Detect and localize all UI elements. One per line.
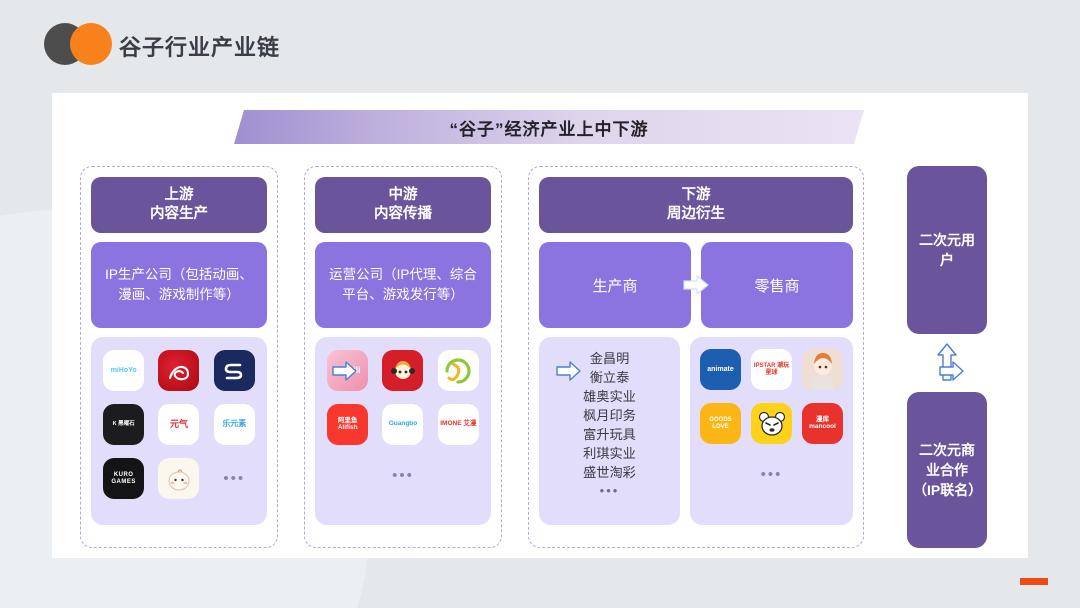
column-midstream-header-line2: 内容传播 — [374, 206, 432, 222]
anime-girl-red-logo[interactable] — [382, 350, 424, 391]
column-downstream: 下游 周边衍生 生产商 零售商 金昌明 衡立泰 雄奥实业 枫月印务 富升玩 — [528, 166, 864, 548]
slide-header: 谷子行业产业链 — [0, 0, 1080, 88]
column-upstream-header: 上游 内容生产 — [91, 177, 267, 233]
column-upstream-description: IP生产公司（包括动画、漫画、游戏制作等） — [91, 242, 267, 328]
column-downstream-header-line1: 下游 — [681, 186, 711, 203]
downstream-subbox-row: 生产商 零售商 — [539, 242, 853, 328]
anime-character-logo[interactable] — [802, 349, 843, 390]
section-banner: “谷子”经济产业上中下游 — [234, 110, 864, 144]
acg-commercial-box[interactable]: 二次元商业合作（IP联名） — [907, 392, 987, 548]
blue-s-logo[interactable] — [213, 350, 255, 391]
column-upstream-header-line2: 内容生产 — [150, 206, 208, 222]
column-upstream: 上游 内容生产 IP生产公司（包括动画、漫画、游戏制作等） miHoYo — [80, 166, 278, 548]
acg-users-box[interactable]: 二次元用户 — [907, 166, 987, 334]
list-item: 金昌明 — [589, 351, 630, 366]
upstream-logo-grid: miHoYo K 黑曜石 — [101, 350, 257, 499]
manufacturer-more-ellipsis: ••• — [599, 483, 620, 498]
kuro-games-logo[interactable]: KURO GAMES — [103, 458, 145, 499]
section-banner-title: “谷子”经济产业上中下游 — [449, 119, 649, 139]
page-title: 谷子行业产业链 — [119, 35, 281, 60]
logo-circle-orange-icon — [70, 23, 112, 65]
column-midstream-header-line1: 中游 — [388, 186, 418, 203]
arrow-commercial-to-users-icon — [937, 343, 957, 381]
list-item: 衡立泰 — [589, 370, 630, 385]
brand-logo — [44, 23, 112, 65]
animate-logo[interactable]: animate — [700, 349, 741, 390]
midstream-logo-grid: bilibili — [325, 350, 481, 445]
list-item: 利琪实业 — [583, 446, 636, 461]
imone-aiman-logo[interactable]: IMONE 艾漫 — [437, 404, 479, 445]
column-upstream-header-line1: 上游 — [164, 186, 194, 203]
mascot-face-icon — [168, 468, 190, 490]
cute-character-logo[interactable] — [158, 458, 200, 499]
list-item: 盛世淘彩 — [583, 465, 636, 480]
list-item: 枫月印务 — [583, 408, 636, 423]
arrow-manufacturer-to-retailer-icon — [683, 275, 709, 295]
column-midstream-header: 中游 内容传播 — [315, 177, 491, 233]
goods-love-logo[interactable]: GOODS LOVE — [700, 403, 741, 444]
list-item: 雄奥实业 — [583, 389, 636, 404]
arrow-downstream-to-users-icon — [939, 361, 964, 381]
retailer-logo-grid: animate IPSTAR 潮玩星球 — [700, 349, 843, 444]
column-upstream-logo-panel: miHoYo K 黑曜石 — [91, 337, 267, 525]
retailer-more-ellipsis: ••• — [760, 466, 783, 483]
redfeather-logo[interactable] — [158, 350, 200, 391]
mihoyo-logo[interactable]: miHoYo — [103, 350, 145, 391]
content-card: “谷子”经济产业上中下游 上游 内容生产 IP生产公司（包括动画、漫画、游戏制作… — [52, 93, 1028, 558]
upstream-more-ellipsis: ••• — [223, 470, 246, 487]
ribbon-swirl-icon — [445, 357, 471, 384]
accent-bar — [1020, 578, 1048, 585]
guangbo-logo[interactable]: Guangbo — [382, 404, 424, 445]
manufacturer-box[interactable]: 生产商 — [539, 242, 691, 328]
retailer-logo-panel: animate IPSTAR 潮玩星球 — [690, 337, 853, 525]
leyuansu-logo[interactable]: 乐元素 — [213, 404, 255, 445]
column-midstream: 中游 内容传播 运营公司（IP代理、综合平台、游戏发行等） bilibili — [304, 166, 502, 548]
green-gold-ribbon-logo[interactable] — [437, 350, 479, 391]
red-white-kanji-logo[interactable]: 元气 — [158, 404, 200, 445]
anime-girl-icon — [390, 360, 415, 379]
alifish-logo[interactable]: 阿里鱼 Alifish — [327, 404, 369, 445]
mancool-logo[interactable]: 漫库 mancool — [802, 403, 843, 444]
column-downstream-header: 下游 周边衍生 — [539, 177, 853, 233]
arrow-upstream-to-midstream-icon — [332, 361, 357, 381]
retailer-box[interactable]: 零售商 — [701, 242, 853, 328]
letter-s-icon — [225, 363, 243, 379]
downstream-panels: 金昌明 衡立泰 雄奥实业 枫月印务 富升玩具 利琪实业 盛世淘彩 ••• ani… — [539, 337, 853, 525]
midstream-more-ellipsis: ••• — [392, 467, 414, 484]
ipstar-logo[interactable]: IPSTAR 潮玩星球 — [751, 349, 792, 390]
feather-swirl-icon — [168, 365, 190, 380]
black-k-logo[interactable]: K 黑曜石 — [103, 404, 145, 445]
manufacturer-name-list: 金昌明 衡立泰 雄奥实业 枫月印务 富升玩具 利琪实业 盛世淘彩 ••• — [549, 349, 670, 501]
column-midstream-description: 运营公司（IP代理、综合平台、游戏发行等） — [315, 242, 491, 328]
column-downstream-header-line2: 周边衍生 — [667, 206, 725, 222]
list-item: 富升玩具 — [583, 427, 636, 442]
arrow-midstream-to-downstream-icon — [556, 361, 581, 381]
panda-logo[interactable] — [751, 403, 792, 444]
anime-portrait-icon — [802, 349, 843, 390]
panda-face-icon — [758, 411, 785, 436]
manufacturer-list-panel: 金昌明 衡立泰 雄奥实业 枫月印务 富升玩具 利琪实业 盛世淘彩 ••• — [539, 337, 680, 525]
